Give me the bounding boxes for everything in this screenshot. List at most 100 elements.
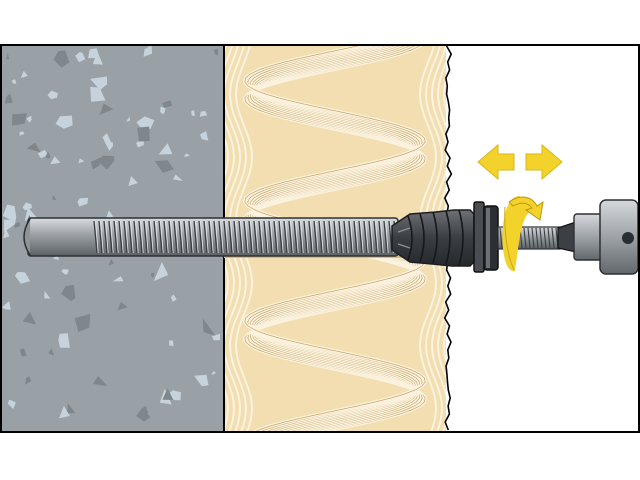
- aggregate-stone: [137, 126, 150, 142]
- aggregate-stone: [162, 100, 173, 108]
- aggregate-stone: [169, 340, 174, 346]
- thread-mark: [373, 220, 378, 254]
- aggregate-stone: [117, 301, 128, 311]
- thread-highlight: [350, 220, 354, 254]
- adjust-arrows-icon: [477, 143, 563, 181]
- aggregate-stone: [90, 156, 103, 170]
- thread-mark: [188, 220, 193, 254]
- thread-highlight: [355, 220, 359, 254]
- thread-highlight: [105, 220, 109, 254]
- thread-highlight: [100, 220, 104, 254]
- thread-highlight: [120, 220, 124, 254]
- thread-mark: [153, 220, 158, 254]
- drive-tool: [557, 199, 639, 275]
- thread-mark: [278, 220, 283, 254]
- aggregate-stone: [168, 390, 181, 401]
- thread-mark: [118, 220, 123, 254]
- aggregate-stone: [44, 291, 51, 299]
- anchor-sleeve: [391, 209, 475, 267]
- thread-mark: [198, 220, 203, 254]
- aggregate-stone: [52, 194, 57, 200]
- thread-highlight: [365, 220, 369, 254]
- thread-mark: [228, 220, 233, 254]
- thread-mark: [551, 227, 555, 249]
- thread-mark: [238, 220, 243, 254]
- aggregate-stone: [61, 284, 76, 302]
- thread-mark: [223, 220, 228, 254]
- thread-mark: [173, 220, 178, 254]
- thread-mark: [343, 220, 348, 254]
- thread-mark: [113, 220, 118, 254]
- thread-mark: [163, 220, 168, 254]
- aggregate-stone: [128, 176, 138, 186]
- aggregate-stone: [90, 86, 106, 102]
- aggregate-stone: [2, 301, 11, 310]
- thread-highlight: [295, 220, 299, 254]
- thread-highlight: [210, 220, 214, 254]
- thread-mark: [531, 227, 535, 249]
- wool-edge-fiber: [224, 46, 236, 431]
- thread-highlight: [235, 220, 239, 254]
- aggregate-stone: [19, 348, 27, 357]
- aggregate-stone: [58, 333, 70, 348]
- thread-mark: [535, 227, 539, 249]
- thread-highlight: [205, 220, 209, 254]
- thread-mark: [268, 220, 273, 254]
- thread-mark: [148, 220, 153, 254]
- aggregate-stone: [77, 197, 89, 207]
- aggregate-stone: [12, 113, 27, 126]
- aggregate-stone: [19, 131, 25, 136]
- aggregate-stone: [11, 79, 17, 84]
- aggregate-stone: [50, 156, 61, 165]
- thread-mark: [353, 220, 358, 254]
- thread-mark: [218, 220, 223, 254]
- thread-highlight: [130, 220, 134, 254]
- thread-mark: [543, 227, 547, 249]
- aggregate-stone: [136, 141, 144, 148]
- thread-highlight: [385, 220, 389, 254]
- aggregate-stone: [213, 48, 219, 56]
- thread-highlight: [170, 220, 174, 254]
- aggregate-stone: [160, 106, 166, 115]
- aggregate-stone: [153, 261, 169, 282]
- thread-highlight: [255, 220, 259, 254]
- thread-highlight: [300, 220, 304, 254]
- thread-mark: [178, 220, 183, 254]
- aggregate-stone: [199, 110, 208, 117]
- aggregate-stone: [48, 348, 55, 356]
- thread-mark: [103, 220, 108, 254]
- thread-mark: [168, 220, 173, 254]
- aggregate-stone: [99, 103, 114, 115]
- thread-highlight: [185, 220, 189, 254]
- thread-mark: [98, 220, 103, 254]
- thread-mark: [183, 220, 188, 254]
- thread-mark: [318, 220, 323, 254]
- wool-edge-fiber: [442, 76, 446, 364]
- thread-mark: [253, 220, 258, 254]
- aggregate-stone: [45, 152, 51, 159]
- thread-highlight: [260, 220, 264, 254]
- aggregate-stone: [75, 51, 86, 63]
- thread-mark: [288, 220, 293, 254]
- thread-highlight: [240, 220, 244, 254]
- aggregate-stone: [194, 374, 209, 387]
- aggregate-stone: [59, 405, 70, 419]
- thread-mark: [523, 227, 527, 249]
- thread-mark: [123, 220, 128, 254]
- thread-mark: [128, 220, 133, 254]
- thread-highlight: [190, 220, 194, 254]
- thread-mark: [273, 220, 278, 254]
- thread-mark: [213, 220, 218, 254]
- thread-highlight: [265, 220, 269, 254]
- thread-highlight: [220, 220, 224, 254]
- thread-highlight: [245, 220, 249, 254]
- thread-highlight: [320, 220, 324, 254]
- thread-mark: [328, 220, 333, 254]
- concrete-aggregate: [2, 46, 220, 422]
- thread-mark: [358, 220, 363, 254]
- thread-highlight: [315, 220, 319, 254]
- aggregate-stone: [26, 115, 32, 123]
- thread-highlight: [330, 220, 334, 254]
- thread-highlight: [345, 220, 349, 254]
- thread-mark: [547, 227, 551, 249]
